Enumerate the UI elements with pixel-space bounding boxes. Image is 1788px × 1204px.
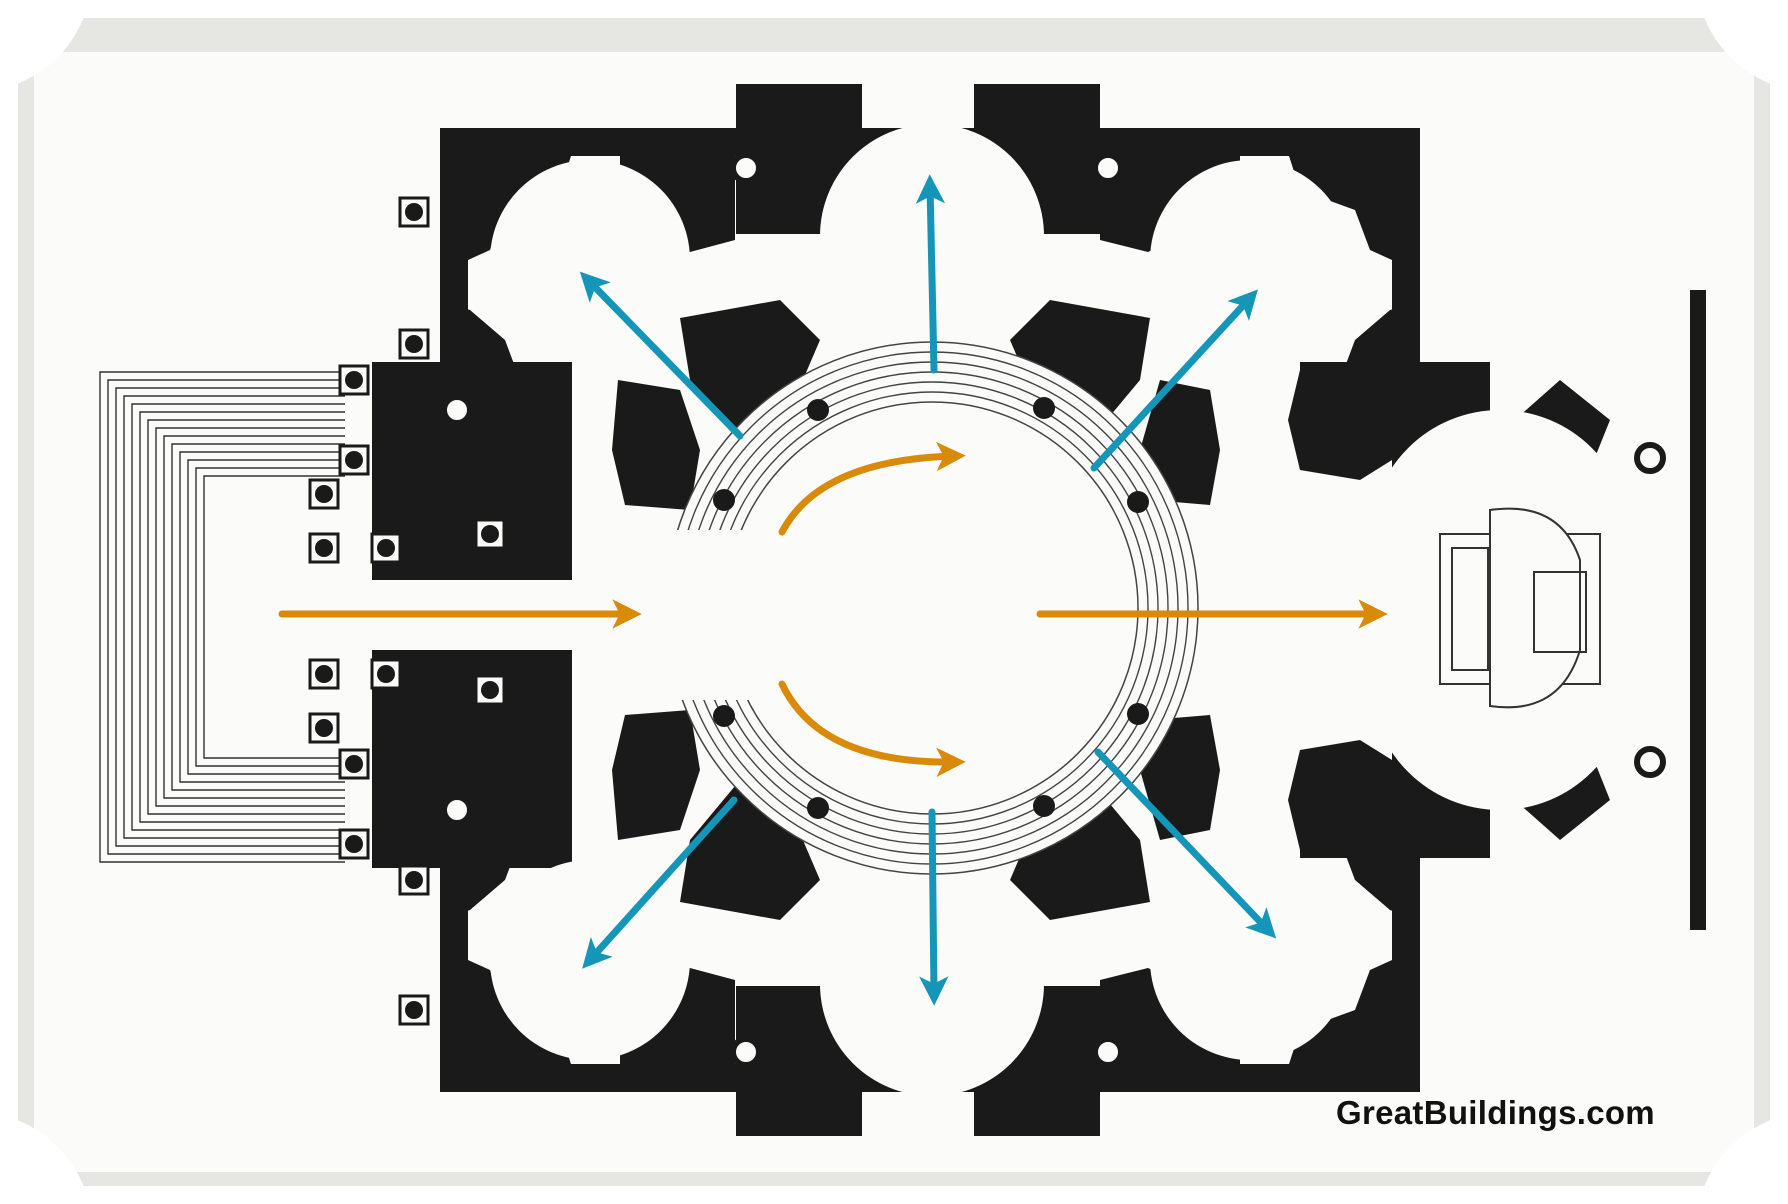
source-credit: GreatBuildings.com	[1336, 1094, 1655, 1131]
radial-arrow-northwest	[579, 271, 744, 440]
corner-curl-bottom-left	[0, 1114, 90, 1204]
radial-arrow-southwest	[582, 796, 738, 969]
rotunda	[660, 341, 1199, 875]
radial-arrow-south	[919, 808, 949, 1006]
corner-curl-top-left	[0, 0, 90, 90]
radial-arrow-north	[915, 174, 946, 374]
radial-arrows	[579, 174, 1277, 1006]
column-rings	[441, 152, 1666, 1068]
entrance-steps	[99, 371, 345, 863]
curved-arrow-upper	[778, 441, 966, 536]
portico-columns	[308, 196, 506, 1026]
corner-curl-top-right	[1698, 0, 1788, 90]
radial-arrow-northeast	[1090, 289, 1258, 472]
corner-curl-bottom-right	[1698, 1114, 1788, 1204]
curved-arrow-lower	[778, 680, 966, 777]
radial-arrow-southeast	[1094, 748, 1277, 939]
altar	[1439, 507, 1601, 709]
circulation-arrows	[278, 441, 1388, 777]
